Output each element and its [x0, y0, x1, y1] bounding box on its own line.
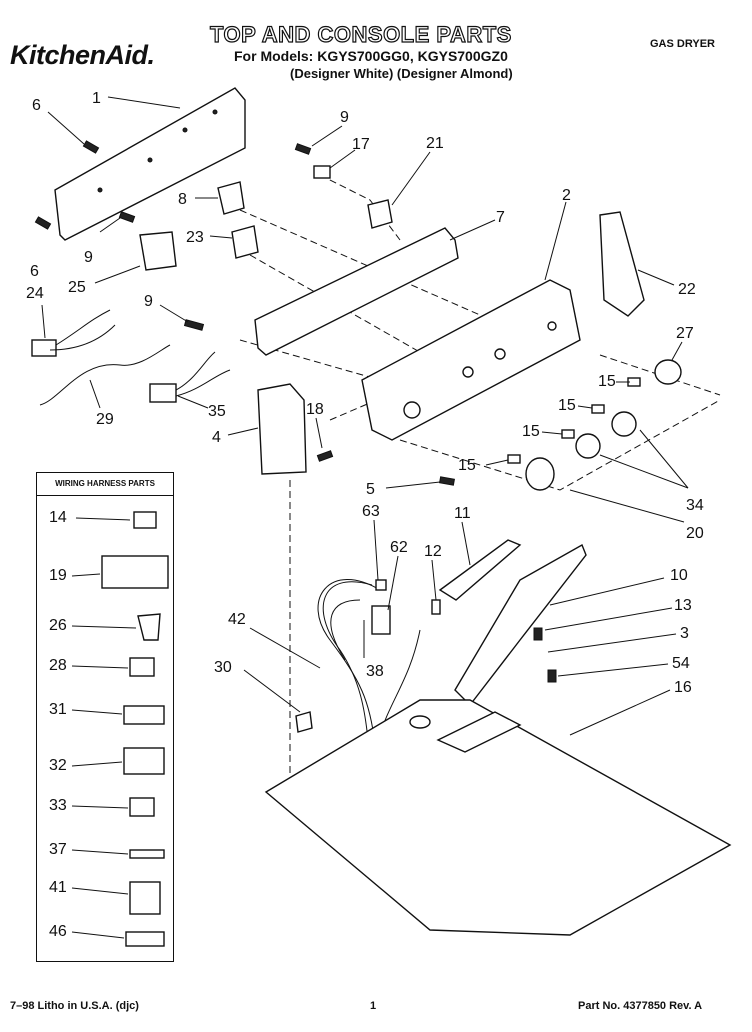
part-console [361, 279, 581, 441]
harness-label-32: 32 [49, 757, 67, 774]
brand-logo: KitchenAid. [10, 40, 155, 70]
footer-litho: 7–98 Litho in U.S.A. (djc) [10, 1000, 139, 1012]
callout-24: 24 [26, 285, 44, 302]
harness-label-19: 19 [49, 567, 67, 584]
callout-15: 15 [558, 397, 576, 414]
wiring-harness-panel: WIRING HARNESS PARTS 14 19 26 28 31 32 3… [36, 472, 174, 962]
callout-30: 30 [214, 659, 232, 676]
callout-21: 21 [426, 135, 444, 152]
part-switches-top [313, 165, 393, 229]
callout-4: 4 [212, 429, 221, 446]
screws [34, 140, 557, 683]
part-4-panel [257, 383, 307, 475]
callout-15: 15 [458, 457, 476, 474]
part-front-panel [431, 539, 587, 707]
callout-9: 9 [84, 249, 93, 266]
callout-15: 15 [522, 423, 540, 440]
footer-part-number: Part No. 4377850 Rev. A [578, 1000, 703, 1012]
footer-page-number: 1 [370, 1000, 377, 1012]
callout-13: 13 [674, 597, 692, 614]
callout-11: 11 [454, 505, 471, 522]
callout-9: 9 [144, 293, 153, 310]
harness-box-parts [71, 511, 169, 947]
page-title: TOP AND CONSOLE PARTS [209, 21, 512, 47]
callout-12: 12 [424, 543, 442, 560]
harness-part-14 [133, 511, 157, 529]
harness-part-28 [129, 657, 155, 677]
harness-part-26 [137, 613, 161, 641]
callout-2: 2 [562, 187, 571, 204]
callout-35: 35 [208, 403, 226, 420]
harness-label-28: 28 [49, 657, 67, 674]
callout-numbers: 1 6 6 9 9 9 17 21 8 23 7 2 22 24 25 29 3… [26, 90, 704, 696]
callout-15: 15 [598, 373, 616, 390]
leader-lines [41, 96, 689, 736]
callout-7: 7 [496, 209, 505, 226]
callout-10: 10 [670, 567, 688, 584]
callout-9: 9 [340, 109, 349, 126]
callout-23: 23 [186, 229, 204, 246]
model-list: For Models: KGYS700GG0, KGYS700GZ0 [234, 48, 508, 64]
callout-18: 18 [306, 401, 324, 418]
harness-label-46: 46 [49, 923, 67, 940]
model-variants: (Designer White) (Designer Almond) [290, 66, 513, 81]
callout-22: 22 [678, 281, 696, 298]
part-wire-harnesses [31, 309, 231, 406]
callout-62: 62 [390, 539, 408, 556]
callout-29: 29 [96, 411, 114, 428]
harness-part-31 [123, 705, 165, 725]
part-bracket [254, 227, 459, 356]
callout-34: 34 [686, 497, 704, 514]
callout-38: 38 [366, 663, 384, 680]
harness-part-19 [101, 555, 169, 589]
callout-16: 16 [674, 679, 692, 696]
callout-8: 8 [178, 191, 187, 208]
part-rear-panel [54, 87, 246, 241]
callout-25: 25 [68, 279, 86, 296]
callout-63: 63 [362, 503, 380, 520]
part-knobs [507, 359, 682, 491]
part-top-cover [264, 699, 732, 936]
harness-label-31: 31 [49, 701, 67, 718]
callout-42: 42 [228, 611, 246, 628]
harness-label-33: 33 [49, 797, 67, 814]
appliance-type: GAS DRYER [650, 38, 715, 50]
callout-6: 6 [30, 263, 39, 280]
harness-part-46 [125, 931, 165, 947]
callout-54: 54 [672, 655, 690, 672]
wiring-harness-title: WIRING HARNESS PARTS [37, 473, 173, 496]
callout-20: 20 [686, 525, 704, 542]
part-controls-left [139, 181, 259, 271]
harness-label-41: 41 [49, 879, 67, 896]
harness-label-37: 37 [49, 841, 67, 858]
harness-part-37 [129, 849, 165, 859]
part-22-bracket [599, 211, 645, 317]
callout-3: 3 [680, 625, 689, 642]
part-main-harness [317, 579, 421, 746]
harness-part-32 [123, 747, 165, 775]
harness-label-26: 26 [49, 617, 67, 634]
harness-part-41 [129, 881, 161, 915]
callout-17: 17 [352, 136, 370, 153]
callout-27: 27 [676, 325, 694, 342]
callout-6: 6 [32, 97, 41, 114]
callout-1: 1 [92, 90, 101, 107]
callout-5: 5 [366, 481, 375, 498]
harness-label-14: 14 [49, 509, 67, 526]
harness-part-33 [129, 797, 155, 817]
assembly-lines [239, 174, 721, 790]
